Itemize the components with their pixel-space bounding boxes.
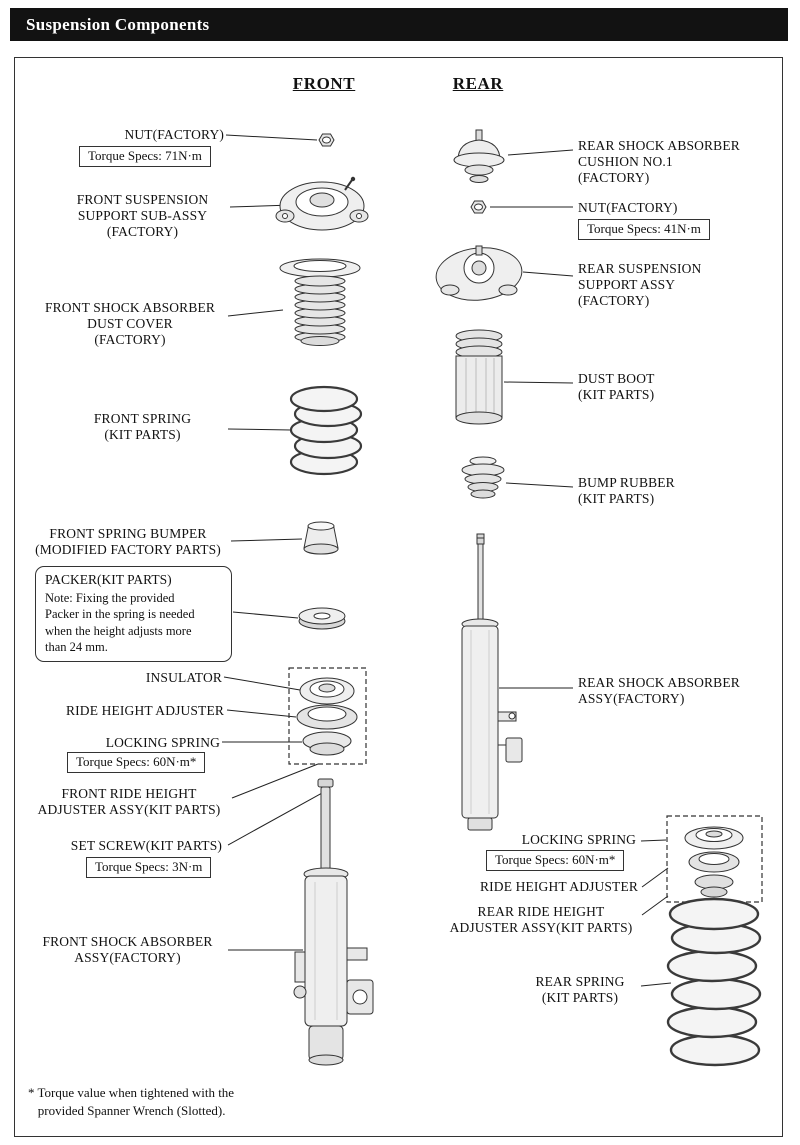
front-spring-bumper-drawing: [303, 521, 339, 555]
front-support-drawing: [275, 176, 369, 231]
front-shock-label: FRONT SHOCK ABSORBER ASSY(FACTORY): [42, 934, 213, 966]
rear-shock-label: REAR SHOCK ABSORBER ASSY(FACTORY): [578, 675, 740, 707]
front-dust-cover-drawing: [279, 258, 361, 346]
rear-nut-drawing: [470, 200, 487, 214]
page-title: Suspension Components: [26, 14, 210, 34]
packer-title: PACKER(KIT PARTS): [45, 572, 172, 587]
packer-drawing: [298, 607, 346, 630]
front-adjuster-assy-drawing: [288, 667, 367, 765]
rear-spring-drawing: [666, 897, 762, 1067]
rear-shock-drawing: [461, 533, 523, 831]
torque-footnote: * Torque value when tightened with the p…: [28, 1085, 235, 1118]
rear-bump-rubber-drawing: [461, 456, 505, 499]
front-nut-torque-spec: Torque Specs: 71N·m: [79, 146, 211, 167]
front-spring-label: FRONT SPRING (KIT PARTS): [93, 411, 192, 443]
front-nut-label: NUT(FACTORY): [124, 127, 224, 142]
front-locking-spring-label: LOCKING SPRING: [105, 735, 220, 750]
front-nut-drawing: [318, 133, 335, 147]
rear-spring-label: REAR SPRING (KIT PARTS): [535, 974, 625, 1006]
rear-column-heading: REAR: [452, 74, 504, 93]
rear-support-label: REAR SUSPENSION SUPPORT ASSY (FACTORY): [578, 261, 702, 309]
set-screw-torque-spec: Torque Specs: 3N·m: [86, 857, 212, 878]
rear-dust-boot-label: DUST BOOT (KIT PARTS): [578, 371, 655, 403]
rear-adjuster-assy-drawing: [666, 815, 763, 903]
front-column-heading: FRONT: [292, 74, 356, 93]
rear-locking-spring-torque-spec: Torque Specs: 60N·m*: [486, 850, 625, 871]
leader-lines: [222, 134, 672, 987]
rear-adjuster-assy-label: REAR RIDE HEIGHT ADJUSTER ASSY(KIT PARTS…: [449, 904, 633, 936]
set-screw-label: SET SCREW(KIT PARTS): [70, 838, 222, 853]
packer-note-box: PACKER(KIT PARTS) Note: Fixing the provi…: [35, 566, 232, 662]
insulator-label: INSULATOR: [145, 670, 222, 685]
rear-support-drawing: [435, 245, 523, 301]
front-support-label: FRONT SUSPENSION SUPPORT SUB-ASSY (FACTO…: [76, 192, 209, 240]
rear-cushion-label: REAR SHOCK ABSORBER CUSHION NO.1 (FACTOR…: [578, 138, 740, 186]
packer-note: Note: Fixing the provided Packer in the …: [45, 591, 195, 654]
header-bar: Suspension Components: [10, 8, 788, 41]
front-shock-drawing: [293, 778, 374, 1066]
rear-nut-torque-spec: Torque Specs: 41N·m: [578, 219, 710, 240]
rear-cushion-drawing: [453, 129, 505, 183]
front-ride-height-adjuster-label: RIDE HEIGHT ADJUSTER: [66, 703, 224, 718]
rear-bump-rubber-label: BUMP RUBBER (KIT PARTS): [578, 475, 675, 507]
front-spring-bumper-label: FRONT SPRING BUMPER (MODIFIED FACTORY PA…: [35, 526, 221, 558]
front-dust-cover-label: FRONT SHOCK ABSORBER DUST COVER (FACTORY…: [44, 300, 216, 348]
rear-nut-label: NUT(FACTORY): [578, 200, 678, 215]
front-spring-drawing: [289, 385, 363, 476]
rear-ride-height-adjuster-label: RIDE HEIGHT ADJUSTER: [480, 879, 638, 894]
rear-dust-boot-drawing: [455, 329, 503, 425]
rear-locking-spring-label: LOCKING SPRING: [521, 832, 636, 847]
front-adjuster-assy-label: FRONT RIDE HEIGHT ADJUSTER ASSY(KIT PART…: [37, 786, 221, 818]
front-locking-spring-torque-spec: Torque Specs: 60N·m*: [67, 752, 206, 773]
